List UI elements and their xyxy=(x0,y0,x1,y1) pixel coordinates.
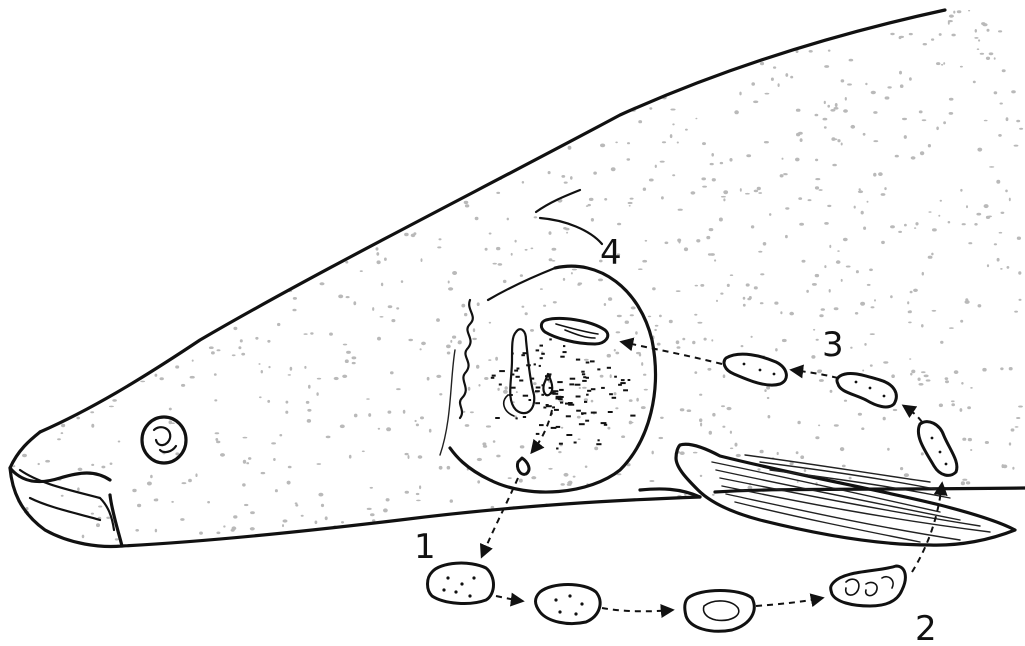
stage-2-dividing-cyst xyxy=(831,566,906,606)
stage-4-label: 4 xyxy=(600,233,622,273)
pectoral-fin xyxy=(676,444,1015,545)
arrow-egg-to-stage-1 xyxy=(482,478,518,556)
snout xyxy=(10,432,122,546)
arrow-stage-3-b-to-c xyxy=(792,370,838,378)
stage-1-egg xyxy=(517,458,528,474)
stage-1-cyst-b xyxy=(536,585,601,624)
arrow-stage-2-to-3 xyxy=(912,484,942,572)
eye xyxy=(142,417,186,463)
stage-2-label: 2 xyxy=(915,609,937,646)
stage-3-larva-b xyxy=(837,373,896,407)
arrow-stage-1-b-to-c xyxy=(602,608,672,611)
arrow-stage-3-a-to-b xyxy=(904,406,922,422)
arrow-stage-1-a-to-b xyxy=(496,596,522,601)
arrow-filament-to-egg xyxy=(532,410,552,452)
stage-3-larva-a xyxy=(918,422,957,476)
arrow-stage-1-c-to-2 xyxy=(756,598,822,606)
stage-1-label: 1 xyxy=(414,527,436,567)
stage-1-cyst-c xyxy=(685,591,755,632)
body-stipple xyxy=(9,8,1024,549)
stage-3-label: 3 xyxy=(822,325,844,365)
stage-3-larva-c xyxy=(724,354,786,385)
stage-1-cyst xyxy=(428,563,494,603)
